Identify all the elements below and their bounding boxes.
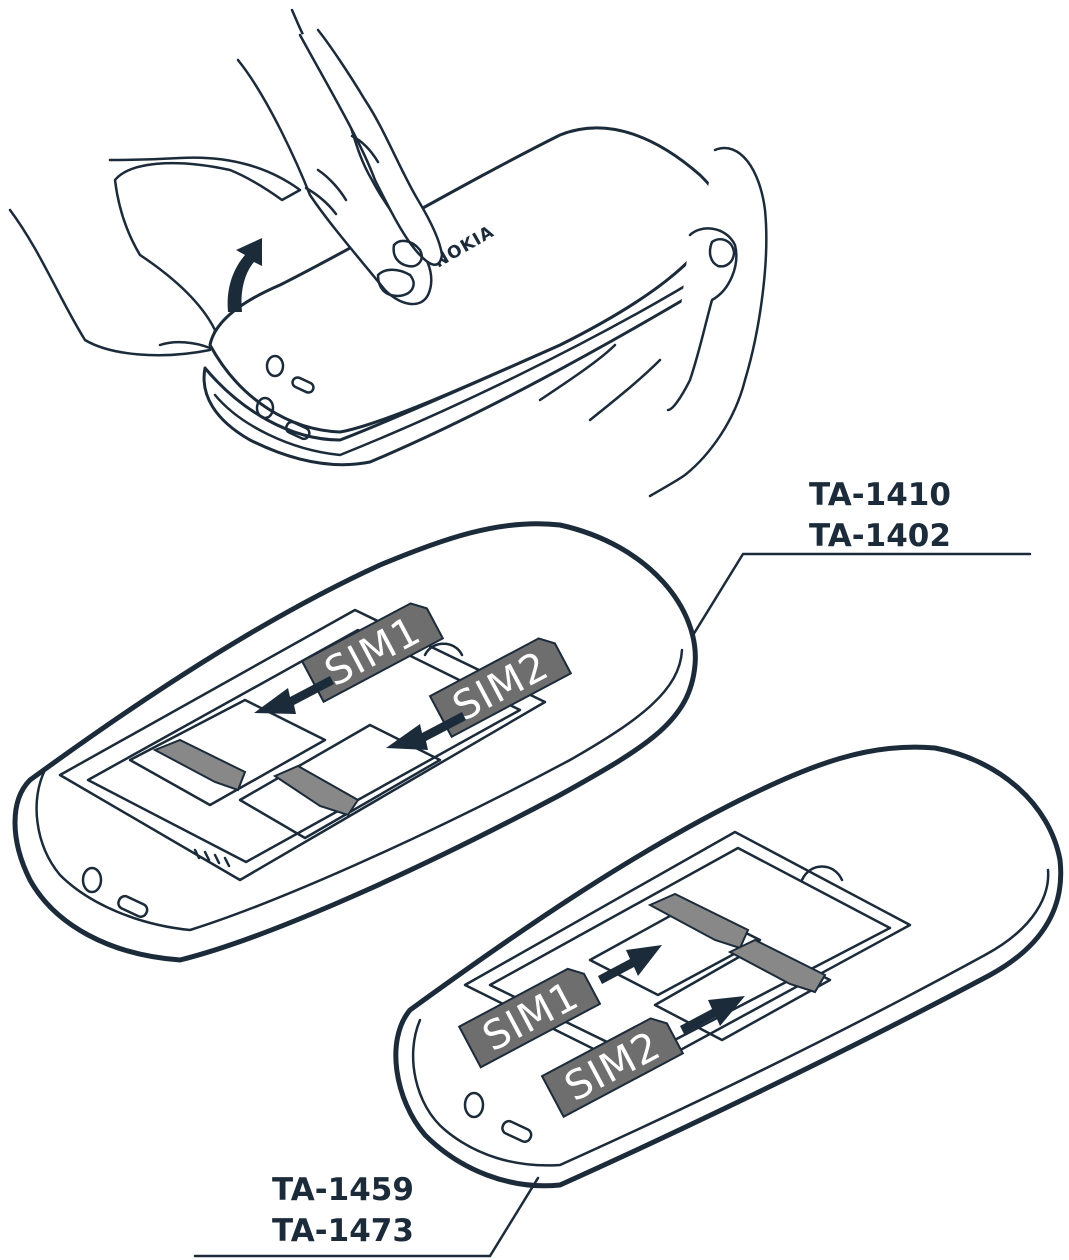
model-label-top-2: TA-1402 (809, 518, 951, 554)
model-label-bottom-2: TA-1473 (272, 1213, 414, 1249)
leader-line-top (690, 554, 1030, 640)
model-label-bottom-1: TA-1459 (272, 1172, 414, 1208)
phone-back-cover (210, 128, 723, 432)
step-remove-cover: NOKIA (10, 10, 766, 496)
model-label-top-1: TA-1410 (809, 477, 951, 513)
